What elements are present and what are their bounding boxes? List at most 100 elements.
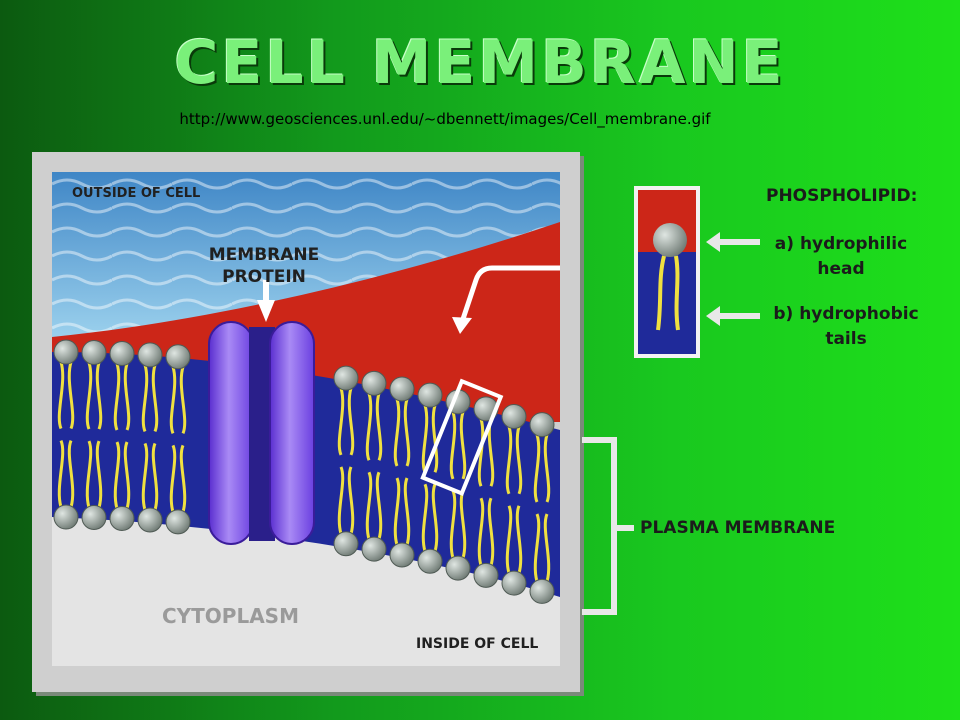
lipid-tail (123, 363, 131, 431)
lipid-tail (95, 362, 103, 430)
lipid-head (137, 342, 163, 368)
lipid-tail (179, 366, 187, 434)
lipid-tail (141, 364, 149, 433)
lipid-head (53, 339, 79, 365)
lipid-head (389, 376, 415, 402)
lipid-tail (151, 364, 159, 433)
outside-of-cell-label: OUTSIDE OF CELL (72, 186, 201, 201)
lipid-head (389, 542, 415, 568)
lipid-tail (515, 505, 523, 574)
zoom-arrow (459, 265, 560, 323)
lipid-heads (53, 339, 555, 604)
lipid-tail (57, 361, 65, 430)
lipid-tail (449, 411, 457, 480)
lipid-tail (459, 411, 467, 480)
plasma-membrane-label: PLASMA MEMBRANE (640, 518, 836, 538)
lipid-head (361, 536, 387, 562)
hydrophobic-tails-label-line2: tails (825, 329, 867, 349)
label-arrows (706, 232, 760, 326)
lipid-tail (347, 387, 355, 456)
lipid-tail (375, 471, 383, 540)
lipid-tail (533, 434, 541, 503)
lipid-head (81, 505, 107, 531)
membrane-protein-label-line1: MEMBRANE (208, 245, 320, 265)
lipid-tail (169, 366, 177, 434)
lipid-tail (505, 505, 513, 574)
lipid-tail (85, 362, 93, 430)
plasma-membrane-bracket (582, 437, 634, 615)
hydrophilic-head-label-line2: head (817, 259, 865, 279)
lipid-head (361, 370, 387, 396)
lipid-head (417, 382, 443, 408)
lipid-tail (431, 404, 439, 473)
membrane-protein (208, 280, 315, 545)
membrane-protein-label: MEMBRANE PROTEIN (194, 244, 334, 288)
phospholipid-highlight-box (420, 378, 504, 496)
lipid-tails (57, 361, 551, 582)
lipid-head (137, 507, 163, 533)
phospholipid-zoom-box (634, 186, 700, 358)
lipid-head (109, 340, 135, 366)
lipid-tail (393, 477, 401, 546)
lipid-tail (113, 363, 121, 431)
lipid-head (109, 506, 135, 532)
lipid-tail (337, 466, 345, 535)
lipid-tail (431, 483, 439, 552)
lipid-head (165, 509, 191, 535)
lipid-tail (85, 440, 93, 508)
hydrophilic-head-label: a) hydrophilic head (766, 232, 916, 282)
lipid-tail (449, 490, 457, 559)
lipid-tail (57, 439, 65, 508)
lipid-tail (477, 497, 485, 566)
source-url: http://www.geosciences.unl.edu/~dbennett… (179, 110, 711, 128)
membrane-protein-label-line2: PROTEIN (222, 267, 306, 287)
hydrophobic-tails-label-line1: b) hydrophobic (773, 304, 919, 324)
lipid-tail (543, 513, 551, 582)
lipid-tail (477, 418, 485, 487)
phospholipid-label: PHOSPHOLIPID: (766, 186, 918, 206)
lipid-head (501, 404, 527, 430)
inside-of-cell-label: INSIDE OF CELL (416, 636, 539, 652)
lipid-tail (123, 441, 131, 509)
lipid-tail (151, 442, 159, 511)
lipid-tail (365, 471, 373, 540)
hydrophilic-head-label-line1: a) hydrophilic (774, 234, 908, 254)
lipid-tail (337, 387, 345, 456)
lipid-head (333, 365, 359, 391)
cytoplasm-label: CYTOPLASM (162, 604, 299, 628)
lipid-tail (365, 392, 373, 461)
lipid-tail (505, 426, 513, 495)
lipid-head (53, 504, 79, 530)
lipid-head (333, 531, 359, 557)
membrane-diagram: OUTSIDE OF CELL MEMBRANE PROTEIN CYTOPLA… (52, 172, 560, 666)
membrane-illustration (52, 172, 560, 666)
lipid-tail (179, 444, 187, 513)
lipid-head (473, 562, 499, 588)
lipid-tail (67, 361, 75, 430)
lipid-tail (533, 513, 541, 582)
cytoplasm-region (52, 517, 560, 666)
lipid-tail (515, 426, 523, 495)
zoom-arrow-head (452, 317, 472, 334)
lipid-head (501, 570, 527, 596)
lipid-tail (169, 444, 177, 513)
lipid-head (529, 412, 555, 438)
lipid-tail (347, 466, 355, 535)
lipid-tail (403, 398, 411, 467)
lipid-head (81, 340, 107, 366)
lipid-tail (421, 483, 429, 552)
lipid-tail (403, 477, 411, 546)
lipid-head (165, 344, 191, 370)
lipid-tail (141, 442, 149, 511)
lipid-head (445, 555, 471, 581)
hydrophobic-tails-label: b) hydrophobic tails (762, 302, 930, 352)
lipid-tail (393, 398, 401, 467)
lipid-tail (67, 439, 75, 508)
lipid-tail (487, 497, 495, 566)
lipid-tail (375, 392, 383, 461)
lipid-tail (421, 404, 429, 473)
lipid-head (529, 578, 555, 604)
lipid-tail (95, 440, 103, 508)
phospholipid-zoom-illustration (638, 190, 696, 331)
slide-title: CELL MEMBRANE (174, 28, 786, 98)
